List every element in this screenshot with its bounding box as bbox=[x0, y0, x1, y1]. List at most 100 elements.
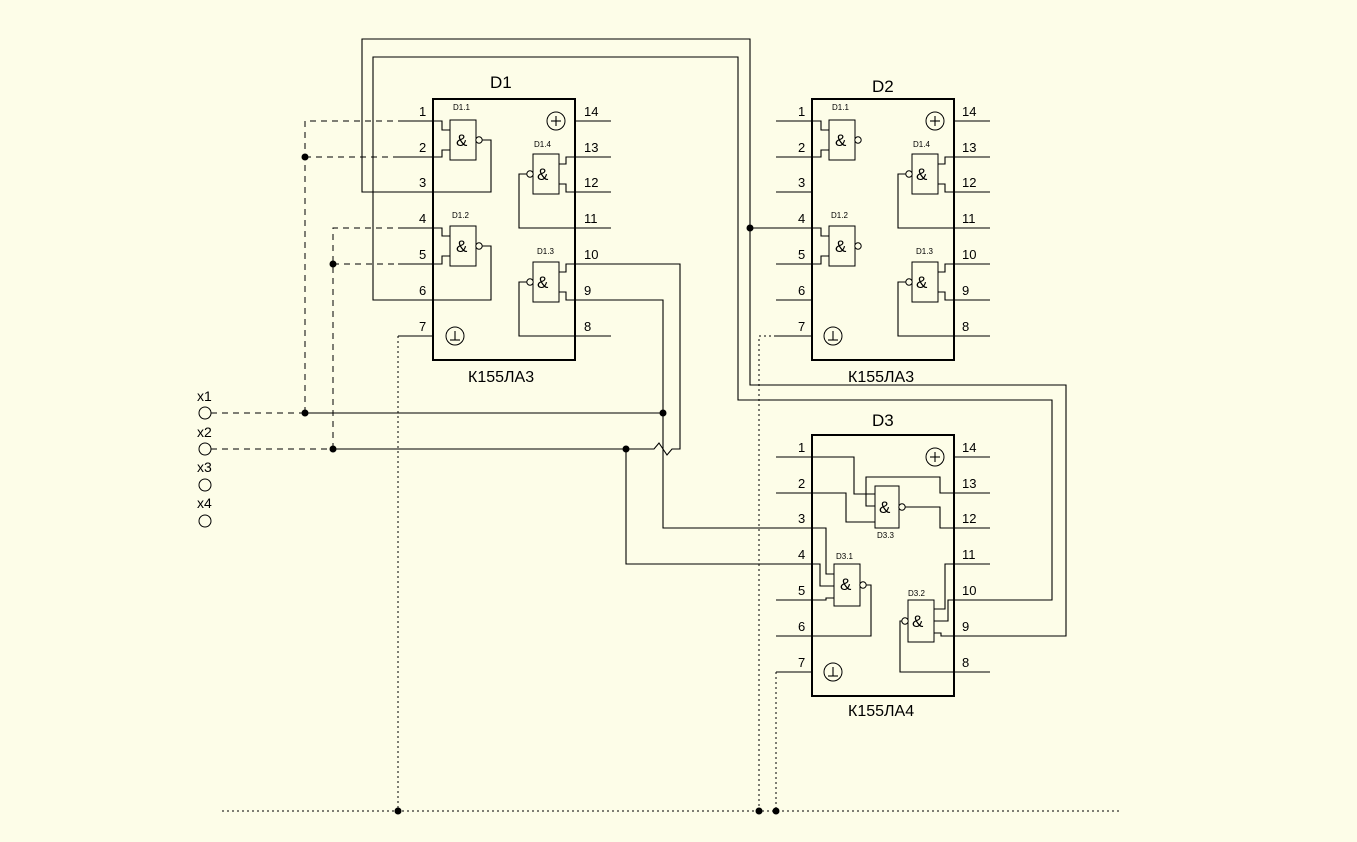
chip-d2-title: D2 bbox=[872, 77, 894, 96]
ground-circle-icon bbox=[823, 326, 843, 346]
gate-label: D3.2 bbox=[908, 589, 925, 598]
pin-number: 9 bbox=[962, 283, 969, 298]
pin-number: 7 bbox=[419, 319, 426, 334]
chip-d2-name: К155ЛА3 bbox=[848, 369, 914, 386]
chip-d1: D1 К155ЛА3 1 2 3 4 5 6 7 14 13 12 11 10 … bbox=[398, 73, 611, 386]
pin-number: 10 bbox=[962, 583, 976, 598]
gate-label: D1.1 bbox=[832, 103, 849, 112]
gate-label: D1.4 bbox=[534, 140, 551, 149]
pin-number: 10 bbox=[584, 247, 598, 262]
nand-symbol: & bbox=[912, 612, 924, 631]
nand-symbol: & bbox=[456, 237, 468, 256]
chip-d2-body bbox=[811, 98, 955, 361]
gate-label: D1.4 bbox=[913, 140, 930, 149]
gate-d1-2: D1.2 & bbox=[433, 211, 492, 301]
chip-d3-title: D3 bbox=[872, 411, 894, 430]
pin-number: 6 bbox=[798, 283, 805, 298]
pin-number: 11 bbox=[584, 211, 598, 226]
gate-d2-1: D1.1 & bbox=[812, 103, 862, 161]
pin-number: 4 bbox=[798, 211, 805, 226]
gate-d1-4: D1.4 & bbox=[518, 140, 575, 229]
chip-d3-body bbox=[811, 434, 955, 697]
pin-number: 3 bbox=[419, 175, 426, 190]
pin-number: 1 bbox=[798, 440, 805, 455]
gate-label: D1.3 bbox=[916, 247, 933, 256]
pin-number: 13 bbox=[584, 140, 598, 155]
input-label-x2: x2 bbox=[197, 424, 212, 440]
pin-number: 1 bbox=[419, 104, 426, 119]
pin-number: 5 bbox=[798, 247, 805, 262]
pin-number: 3 bbox=[798, 175, 805, 190]
gate-d1-1: D1.1 & bbox=[433, 103, 492, 193]
pin-number: 13 bbox=[962, 476, 976, 491]
pin-number: 14 bbox=[962, 440, 976, 455]
pin-number: 12 bbox=[962, 175, 976, 190]
pin-number: 14 bbox=[962, 104, 976, 119]
pin-number: 6 bbox=[798, 619, 805, 634]
gate-d1-3: D1.3 & bbox=[518, 247, 575, 337]
plus-circle-icon bbox=[925, 447, 945, 467]
nand-symbol: & bbox=[840, 575, 852, 594]
pin-number: 10 bbox=[962, 247, 976, 262]
pin-number: 7 bbox=[798, 655, 805, 670]
nand-symbol: & bbox=[456, 131, 468, 150]
input-label-x4: x4 bbox=[197, 495, 212, 511]
gate-d2-4: D1.4 & bbox=[897, 140, 954, 229]
ground-circle-icon bbox=[445, 326, 465, 346]
input-terminals: x1 x2 x3 x4 bbox=[197, 388, 212, 528]
gate-label: D1.1 bbox=[453, 103, 470, 112]
gate-d2-3: D1.3 & bbox=[897, 247, 954, 337]
gate-label: D1.3 bbox=[537, 247, 554, 256]
input-terminal-x4 bbox=[198, 514, 212, 528]
pin-number: 8 bbox=[584, 319, 591, 334]
pin-number: 5 bbox=[798, 583, 805, 598]
gate-label: D3.1 bbox=[836, 552, 853, 561]
pin-number: 8 bbox=[962, 655, 969, 670]
pin-number: 6 bbox=[419, 283, 426, 298]
chip-d2: D2 К155ЛА3 1 2 3 4 5 6 7 14 13 12 11 10 … bbox=[776, 77, 990, 386]
gate-label: D1.2 bbox=[452, 211, 469, 220]
pin-number: 9 bbox=[962, 619, 969, 634]
gate-label: D1.2 bbox=[831, 211, 848, 220]
pin-number: 12 bbox=[962, 511, 976, 526]
chip-d1-name: К155ЛА3 bbox=[468, 369, 534, 386]
nand-symbol: & bbox=[916, 273, 928, 292]
input-label-x3: x3 bbox=[197, 459, 212, 475]
nand-symbol: & bbox=[835, 237, 847, 256]
gate-d2-2: D1.2 & bbox=[812, 211, 862, 267]
input-terminal-x1 bbox=[198, 406, 212, 420]
nand-symbol: & bbox=[879, 498, 891, 517]
nand-symbol: & bbox=[537, 273, 549, 292]
pin-number: 7 bbox=[798, 319, 805, 334]
ground-circle-icon bbox=[823, 662, 843, 682]
chip-d1-title: D1 bbox=[490, 73, 512, 92]
pin-number: 9 bbox=[584, 283, 591, 298]
pin-number: 4 bbox=[798, 547, 805, 562]
nand-symbol: & bbox=[916, 165, 928, 184]
chip-d3-name: К155ЛА4 bbox=[848, 703, 914, 720]
pin-number: 1 bbox=[798, 104, 805, 119]
chip-d3: D3 К155ЛА4 1 2 3 4 5 6 7 14 13 12 11 10 … bbox=[776, 411, 990, 720]
pin-number: 2 bbox=[419, 140, 426, 155]
pin-number: 12 bbox=[584, 175, 598, 190]
chip-d1-body bbox=[432, 98, 576, 361]
pin-number: 3 bbox=[798, 511, 805, 526]
pin-number: 11 bbox=[962, 547, 976, 562]
input-label-x1: x1 bbox=[197, 388, 212, 404]
pin-number: 14 bbox=[584, 104, 598, 119]
plus-circle-icon bbox=[925, 111, 945, 131]
pin-number: 5 bbox=[419, 247, 426, 262]
gate-d3-3: D3.3 & bbox=[812, 456, 954, 540]
input-terminal-x2 bbox=[198, 442, 212, 456]
gate-d3-2: D3.2 & bbox=[899, 563, 954, 673]
plus-circle-icon bbox=[546, 111, 566, 131]
nand-symbol: & bbox=[835, 131, 847, 150]
gate-d3-1: D3.1 & bbox=[812, 527, 872, 637]
pin-number: 13 bbox=[962, 140, 976, 155]
wiring bbox=[211, 38, 1120, 815]
nand-symbol: & bbox=[537, 165, 549, 184]
gate-label: D3.3 bbox=[877, 531, 894, 540]
pin-number: 2 bbox=[798, 140, 805, 155]
pin-number: 8 bbox=[962, 319, 969, 334]
